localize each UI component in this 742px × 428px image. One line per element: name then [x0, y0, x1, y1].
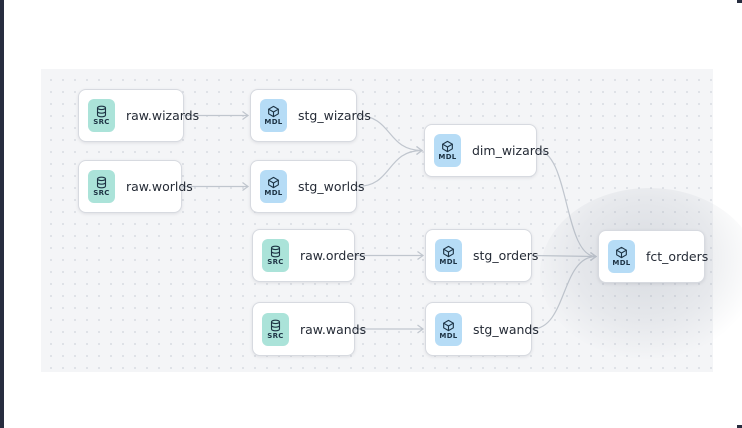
cube-icon	[442, 245, 455, 258]
database-icon	[95, 176, 108, 189]
node-stg_wands[interactable]: MDL stg_wands	[425, 302, 539, 356]
node-raw.worlds[interactable]: SRC raw.worlds	[78, 160, 193, 213]
cube-icon	[441, 140, 454, 153]
node-type-badge: MDL	[260, 99, 287, 132]
badge-label: MDL	[264, 118, 283, 126]
badge-label: MDL	[438, 153, 457, 161]
node-label: stg_wands	[473, 321, 539, 337]
node-type-badge: SRC	[262, 239, 289, 272]
node-stg_orders[interactable]: MDL stg_orders	[425, 229, 538, 282]
window-corner-top-right	[737, 0, 742, 3]
node-label: fct_orders	[646, 249, 709, 264]
node-label: stg_worlds	[298, 179, 365, 194]
edges-layer	[182, 111, 598, 334]
badge-label: SRC	[267, 331, 284, 340]
cube-icon	[442, 319, 455, 332]
node-label: stg_wizards	[298, 108, 371, 123]
database-icon	[269, 245, 282, 258]
database-icon	[269, 319, 282, 332]
node-type-badge: MDL	[435, 239, 462, 272]
node-label: raw.worlds	[126, 179, 193, 194]
badge-label: SRC	[267, 258, 284, 266]
badge-label: SRC	[93, 189, 110, 197]
node-type-badge: SRC	[88, 170, 115, 203]
edge-dim_wizards-to-fct_orders	[536, 149, 597, 258]
node-type-badge: MDL	[260, 170, 287, 203]
node-label: dim_wizards	[472, 143, 550, 158]
node-label: raw.wizards	[126, 108, 200, 123]
node-type-badge: MDL	[434, 134, 461, 167]
node-type-badge: MDL	[608, 240, 635, 273]
edge-stg_wands-to-fct_orders	[531, 255, 597, 330]
arrowhead-icon	[242, 111, 250, 120]
badge-label: MDL	[439, 331, 458, 340]
node-label: raw.wands	[300, 321, 367, 337]
badge-label: MDL	[439, 258, 458, 266]
badge-label: MDL	[264, 189, 283, 197]
cube-icon	[267, 105, 280, 118]
arrowhead-icon	[417, 251, 425, 260]
edge-stg_worlds-to-dim_wizards	[356, 149, 423, 188]
node-stg_wizards[interactable]: MDL stg_wizards	[250, 89, 371, 142]
node-dim_wizards[interactable]: MDL dim_wizards	[424, 124, 549, 177]
window-corner-bottom-right	[737, 425, 742, 428]
node-fct_orders[interactable]: MDL fct_orders	[598, 230, 709, 283]
window-left-edge	[0, 0, 4, 428]
edge-stg_orders-to-fct_orders	[531, 254, 597, 258]
database-icon	[95, 105, 108, 118]
edge-stg_wizards-to-dim_wizards	[356, 114, 423, 152]
node-raw.wizards[interactable]: SRC raw.wizards	[78, 89, 199, 142]
cube-icon	[267, 176, 280, 189]
cube-icon	[615, 246, 628, 259]
arrowhead-icon	[242, 182, 250, 191]
node-type-badge: MDL	[435, 312, 462, 346]
node-label: raw.orders	[300, 248, 366, 263]
arrowhead-icon	[590, 252, 598, 261]
node-type-badge: SRC	[262, 312, 289, 346]
node-raw.orders[interactable]: SRC raw.orders	[252, 229, 366, 282]
node-raw.wands[interactable]: SRC raw.wands	[252, 302, 366, 356]
node-label: stg_orders	[473, 248, 539, 263]
node-type-badge: SRC	[88, 99, 115, 132]
arrowhead-icon	[416, 146, 424, 155]
badge-label: SRC	[93, 118, 110, 126]
badge-label: MDL	[612, 259, 631, 267]
arrowhead-icon	[417, 324, 425, 334]
node-stg_worlds[interactable]: MDL stg_worlds	[250, 160, 365, 213]
